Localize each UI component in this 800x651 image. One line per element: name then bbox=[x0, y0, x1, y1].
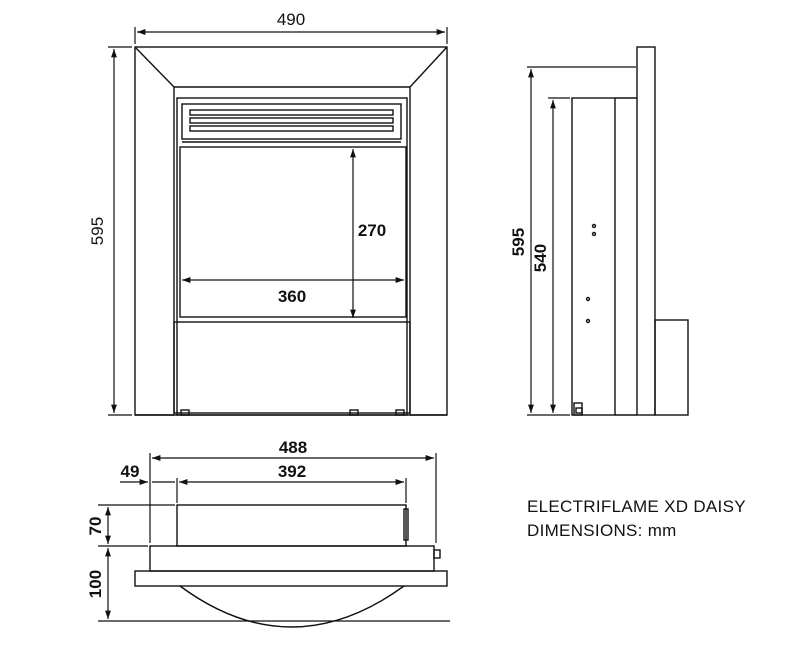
plan-front-depth-label: 100 bbox=[86, 570, 105, 598]
plan-body-cap bbox=[403, 508, 409, 541]
side-foot bbox=[575, 407, 583, 414]
plan-dimensions bbox=[98, 453, 450, 622]
side-rear-box bbox=[654, 319, 689, 416]
plan-body-depth-label: 70 bbox=[86, 517, 105, 536]
plan-inset-label: 49 bbox=[121, 462, 140, 481]
side-screw bbox=[585, 318, 591, 324]
front-foot bbox=[180, 409, 190, 416]
side-screw bbox=[591, 223, 597, 229]
front-louvre bbox=[189, 117, 394, 124]
plan-knob bbox=[433, 549, 441, 559]
front-louvre bbox=[189, 109, 394, 116]
plan-bowl bbox=[179, 585, 405, 628]
front-foot bbox=[395, 409, 405, 416]
plan-body-width-label: 392 bbox=[278, 462, 306, 481]
front-view bbox=[134, 46, 448, 416]
plan-frame bbox=[149, 545, 435, 572]
front-height-label: 595 bbox=[88, 217, 107, 245]
caption-units: DIMENSIONS: mm bbox=[527, 521, 677, 540]
side-screw bbox=[591, 231, 597, 237]
opening-width-label: 360 bbox=[278, 287, 306, 306]
front-foot bbox=[349, 409, 359, 416]
front-width-label: 490 bbox=[277, 10, 305, 29]
side-surround bbox=[636, 46, 656, 416]
front-surround-outer bbox=[134, 46, 448, 416]
plan-view bbox=[134, 504, 448, 628]
side-view bbox=[571, 46, 689, 416]
side-body-height-label: 540 bbox=[531, 244, 550, 272]
front-inner-panel bbox=[176, 97, 408, 416]
side-screw bbox=[585, 296, 591, 302]
front-lower-panel bbox=[173, 321, 411, 414]
side-dimensions bbox=[527, 66, 636, 416]
plan-total-width-label: 488 bbox=[279, 438, 307, 457]
front-dimensions bbox=[108, 27, 448, 416]
opening-height-label: 270 bbox=[358, 221, 386, 240]
plan-front-plate bbox=[134, 570, 448, 587]
front-louvre bbox=[189, 125, 394, 132]
plan-body bbox=[176, 504, 407, 547]
side-body bbox=[571, 97, 616, 416]
front-surround-inner bbox=[173, 86, 411, 415]
front-vent-box bbox=[181, 103, 402, 140]
side-height-label: 595 bbox=[509, 228, 528, 256]
front-fire-opening bbox=[179, 146, 407, 318]
caption-model: ELECTRIFLAME XD DAISY bbox=[527, 497, 746, 516]
